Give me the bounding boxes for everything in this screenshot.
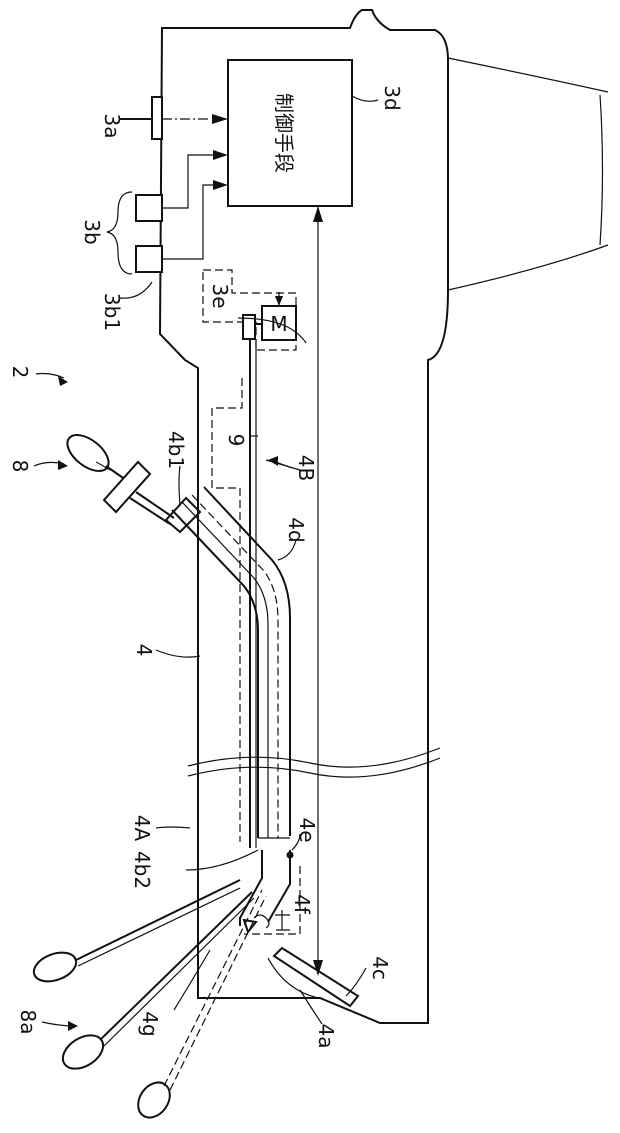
- label-4d: 4d: [284, 517, 308, 542]
- label-4A: 4A: [130, 815, 154, 842]
- label-4c: 4c: [368, 956, 392, 980]
- label-4e: 4e: [295, 817, 319, 842]
- label-4f: 4f: [290, 894, 314, 915]
- label-3e: 3e: [208, 283, 232, 308]
- forceps-8: [61, 428, 174, 524]
- label-4g: 4g: [138, 1011, 162, 1036]
- break-lines: [188, 748, 440, 777]
- control-means-label: 制御手段: [272, 93, 296, 173]
- label-8: 8: [8, 460, 32, 473]
- label-3b1: 3b1: [100, 293, 124, 331]
- part-3a: [120, 97, 228, 139]
- label-3d: 3d: [380, 85, 404, 110]
- label-3a: 3a: [100, 114, 124, 139]
- label-8a: 8a: [16, 1010, 40, 1035]
- forceps-8a: [30, 880, 266, 1124]
- extent-arrow: [313, 206, 323, 976]
- label-4a: 4a: [314, 1024, 338, 1049]
- instrument-channel: [166, 487, 290, 838]
- label-2: 2: [8, 366, 32, 379]
- pointer-arrows: [34, 374, 292, 1032]
- distal-mechanism: [240, 850, 300, 934]
- label-4b2: 4b2: [130, 851, 154, 889]
- control-means-box: 制御手段: [228, 60, 352, 206]
- label-3b: 3b: [80, 219, 104, 244]
- switches-3b: [107, 150, 228, 274]
- label-9: 9: [224, 434, 248, 447]
- label-4B: 4B: [294, 455, 318, 481]
- label-4b1: 4b1: [164, 431, 188, 469]
- label-4: 4: [132, 644, 156, 657]
- motor-unit: M: [203, 270, 296, 350]
